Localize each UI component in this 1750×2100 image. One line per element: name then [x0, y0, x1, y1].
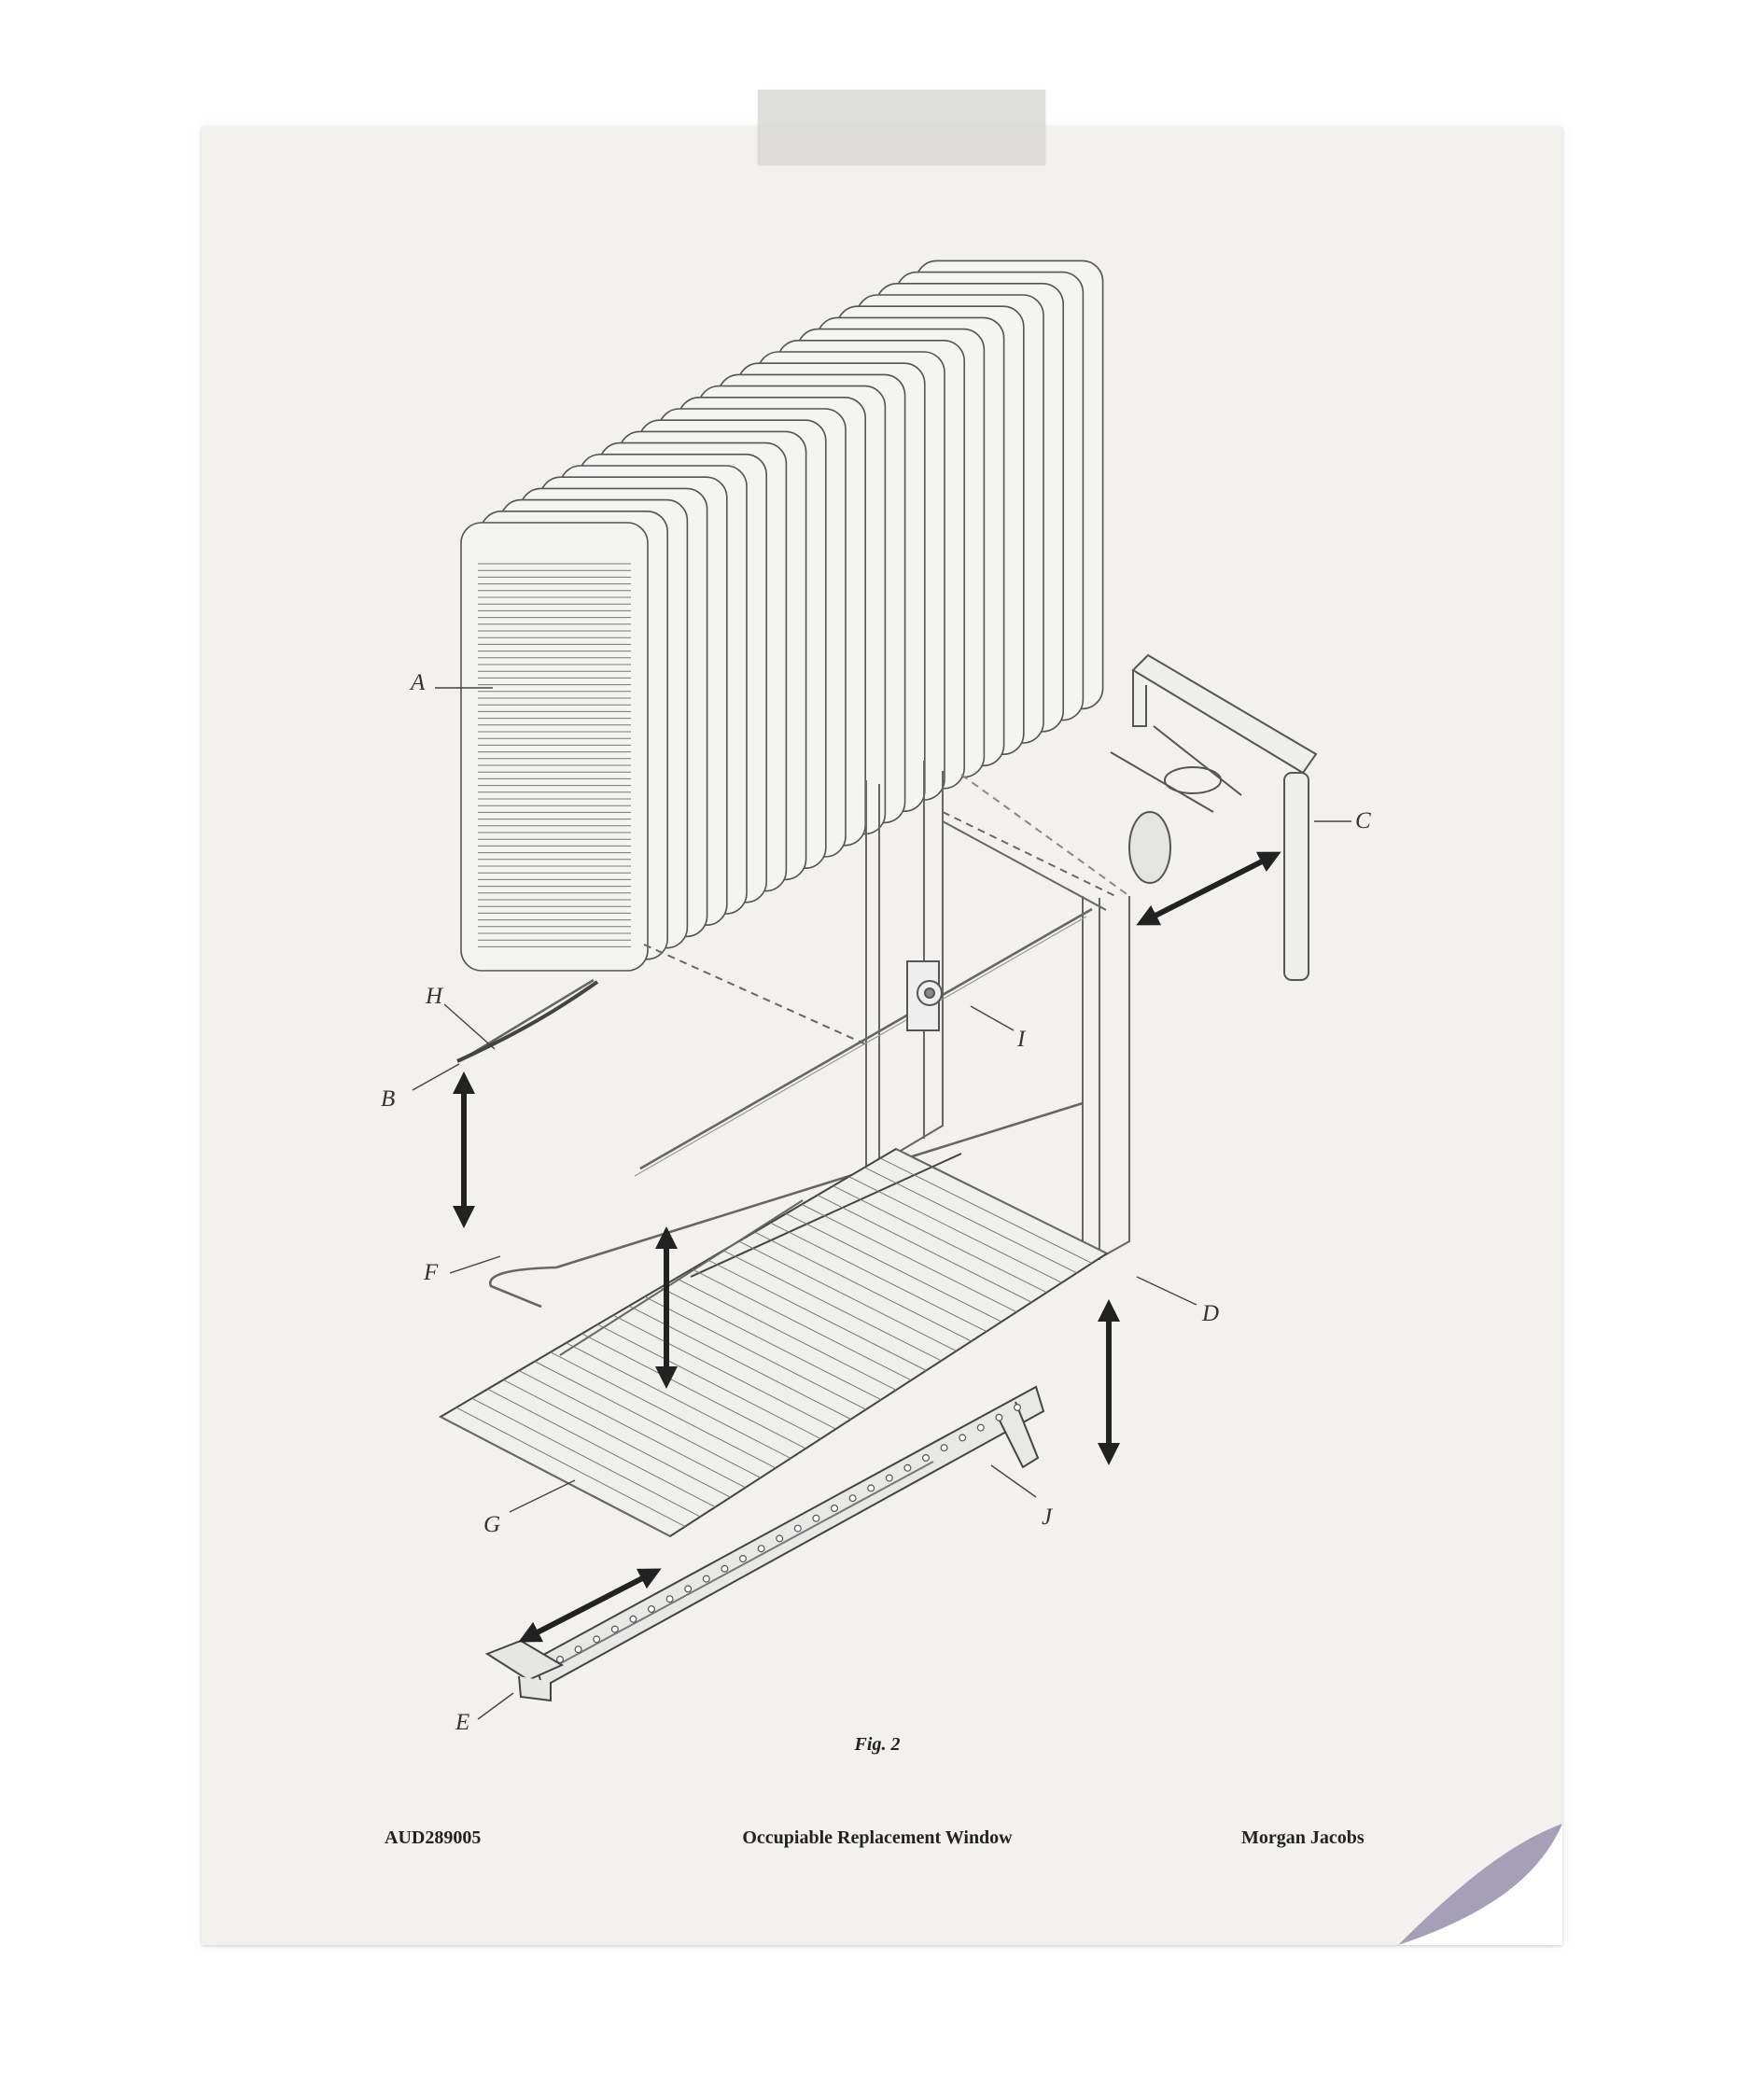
- cable-h: [456, 980, 599, 1063]
- leader-lines: [412, 687, 1351, 1720]
- rail-hole: [940, 1444, 948, 1452]
- deck-slat: [550, 1351, 777, 1469]
- deck-slat: [848, 1176, 1062, 1283]
- deck-slat: [455, 1407, 686, 1527]
- deck-slat: [676, 1278, 897, 1391]
- louver-panel-stack: [460, 259, 1104, 972]
- callout-f: F: [424, 1260, 439, 1285]
- deck-slat: [597, 1323, 821, 1439]
- callout-e: E: [455, 1710, 470, 1735]
- side-table: [1110, 653, 1318, 981]
- deck-slat: [534, 1361, 762, 1478]
- deck-slat: [770, 1222, 987, 1333]
- deck-slat: [503, 1379, 731, 1498]
- rail-hole: [702, 1575, 710, 1583]
- rail-hole: [959, 1434, 967, 1442]
- pulley-assembly: [906, 960, 943, 1031]
- rail-hole: [776, 1534, 784, 1543]
- rail-hole: [721, 1564, 729, 1573]
- deck-platform: [438, 1147, 1110, 1538]
- rail-hole: [976, 1423, 985, 1432]
- rods: [458, 907, 1093, 1309]
- rail-hole: [738, 1554, 747, 1562]
- deck-slat: [581, 1333, 806, 1449]
- end-bracket: [484, 1639, 565, 1702]
- deck-slat: [833, 1185, 1047, 1294]
- callout-h: H: [426, 984, 443, 1009]
- callout-a: A: [411, 670, 426, 695]
- deck-slat: [612, 1314, 836, 1430]
- callout-j: J: [1042, 1505, 1053, 1530]
- deck-slat: [817, 1195, 1032, 1303]
- deck-slat: [471, 1397, 701, 1518]
- deck-slat: [879, 1157, 1093, 1264]
- rail-hole: [665, 1595, 674, 1603]
- callout-b: B: [381, 1086, 396, 1112]
- rail-hole: [555, 1655, 564, 1663]
- deck-slat: [895, 1148, 1108, 1254]
- footer-title: Occupiable Replacement Window: [742, 1827, 1013, 1848]
- callout-g: G: [483, 1512, 501, 1537]
- rail-hole: [903, 1463, 912, 1472]
- rail-hole: [574, 1645, 582, 1654]
- rail-hole: [848, 1494, 857, 1503]
- rail-hole: [921, 1453, 930, 1462]
- deck-slat: [722, 1250, 942, 1362]
- rail-hole: [647, 1604, 655, 1613]
- rail-hole: [830, 1504, 838, 1512]
- deck-slats: [440, 1148, 1108, 1537]
- rail-hole: [610, 1625, 619, 1633]
- callout-d: D: [1202, 1301, 1220, 1326]
- window-frame: [643, 761, 1130, 1269]
- deck-slat: [754, 1231, 972, 1342]
- tape-strip: [758, 90, 1045, 164]
- deck-slat: [707, 1259, 927, 1371]
- rail-hole: [995, 1413, 1003, 1421]
- rail-hole: [757, 1545, 765, 1553]
- deck-slat: [692, 1268, 912, 1381]
- motion-arrows: [453, 851, 1281, 1643]
- rail-hole: [793, 1524, 802, 1533]
- front-panel-slats: [478, 563, 631, 947]
- deck-slat: [440, 1416, 671, 1537]
- figure-caption: Fig. 2: [854, 1734, 901, 1755]
- rail-hole: [885, 1474, 893, 1482]
- deck-slat: [487, 1388, 716, 1508]
- deck-slat: [785, 1212, 1002, 1323]
- rail-hole: [629, 1615, 637, 1623]
- deck-slat: [644, 1295, 867, 1410]
- rail-hole: [684, 1585, 693, 1593]
- footer-author: Morgan Jacobs: [1241, 1827, 1365, 1848]
- callout-i: I: [1017, 1027, 1026, 1052]
- deck-slat: [660, 1287, 882, 1401]
- footer-number: AUD289005: [385, 1827, 482, 1848]
- deck-slat: [801, 1203, 1017, 1313]
- rail-hole: [1013, 1403, 1021, 1411]
- rail-hole: [593, 1635, 601, 1644]
- callout-c: C: [1355, 808, 1371, 833]
- rail-hole: [867, 1484, 875, 1492]
- deck-slat: [864, 1167, 1077, 1274]
- deck-slat: [566, 1342, 791, 1459]
- deck-slat: [738, 1240, 957, 1351]
- rail-hole: [812, 1514, 820, 1522]
- deck-slat: [518, 1370, 746, 1489]
- louver-panel: [460, 522, 649, 972]
- page-curl: [1398, 1824, 1562, 1945]
